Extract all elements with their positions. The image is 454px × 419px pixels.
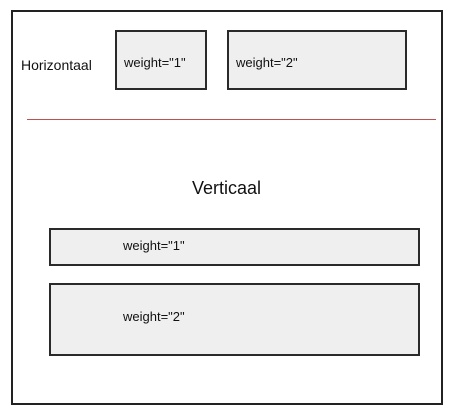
vertical-label: Verticaal	[192, 178, 262, 198]
horizontal-box-weight-1: weight="1"	[115, 30, 207, 90]
horizontal-box-weight-2-label: weight="2"	[236, 55, 298, 70]
horizontal-box-weight-1-label: weight="1"	[124, 55, 186, 70]
horizontal-box-weight-2: weight="2"	[227, 30, 407, 90]
vertical-box-weight-2-label: weight="2"	[123, 309, 185, 324]
horizontal-label: Horizontaal	[21, 57, 92, 73]
vertical-box-weight-1-label: weight="1"	[123, 238, 185, 253]
vertical-box-weight-2: weight="2"	[49, 283, 420, 356]
section-divider	[27, 119, 436, 120]
vertical-box-weight-1: weight="1"	[49, 228, 420, 266]
